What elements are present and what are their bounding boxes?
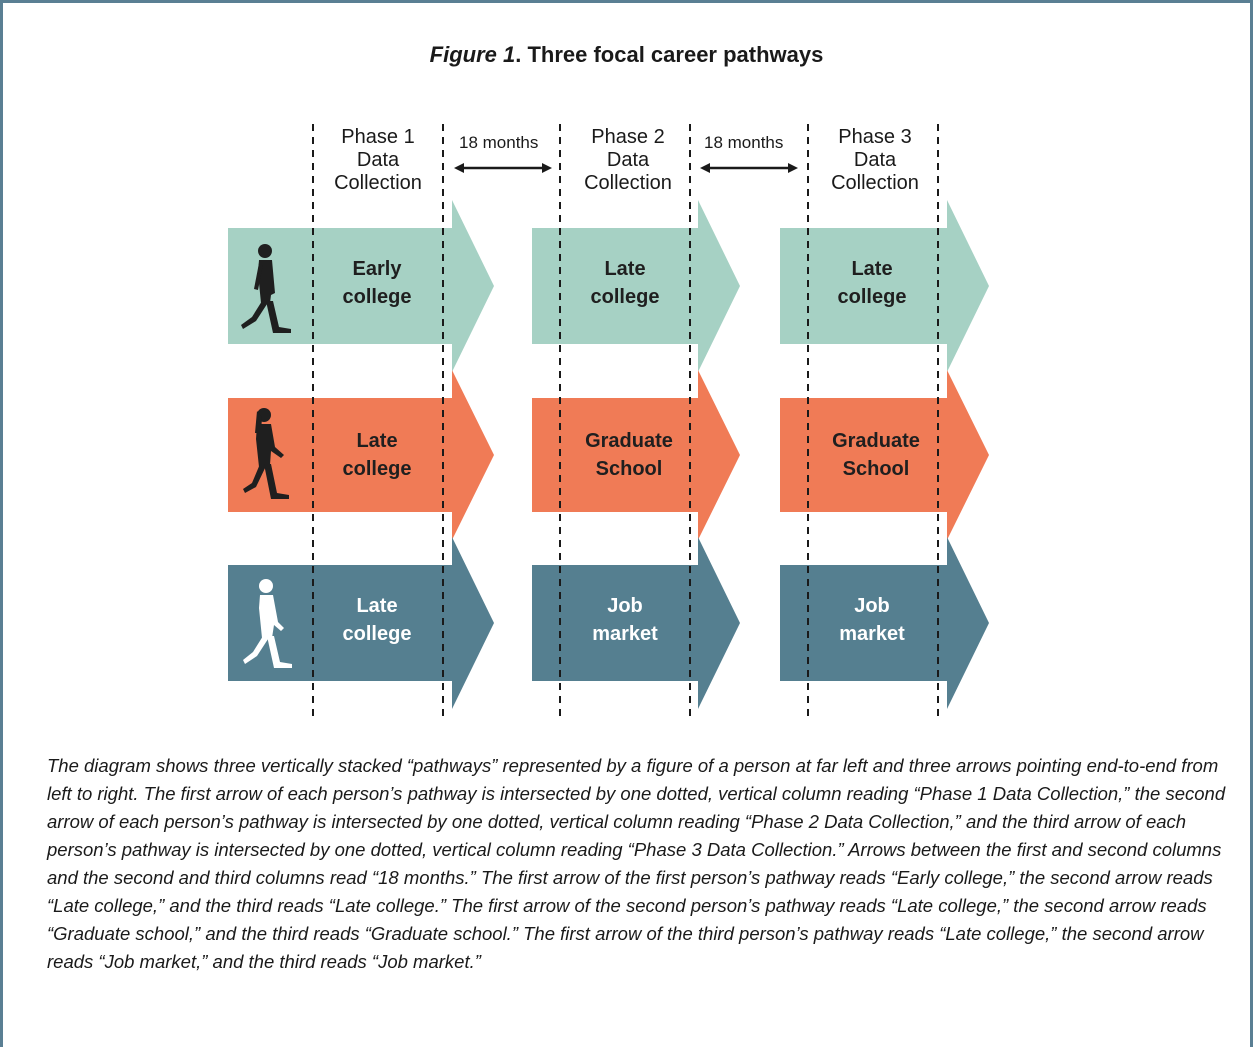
walking-man-icon: [241, 244, 291, 333]
pathway-2-arrow-1: [228, 370, 494, 540]
gap-1-label: 18 months: [459, 133, 539, 152]
pathway-2-step-3-label: Graduate School: [801, 427, 951, 483]
pathway-1-step-1-line1: Early: [352, 258, 402, 280]
pathway-3-arrow-2: [532, 537, 740, 709]
pathway-3-step-3-label: Job market: [797, 592, 947, 648]
figure-number: Figure 1: [429, 42, 516, 67]
phase-2-label-line3: Collection: [584, 172, 672, 194]
pathway-2-step-1-line1: Late: [356, 430, 398, 452]
pathway-1-step-3-line2: college: [837, 286, 907, 308]
pathway-3-step-2-line2: market: [592, 623, 658, 645]
pathway-1-step-3-line1: Late: [851, 258, 893, 280]
phase-3-label-line1: Phase 3: [838, 126, 912, 148]
phase-2-label-line1: Phase 2: [591, 126, 665, 148]
walking-woman-icon: [243, 408, 289, 499]
phase-1-label-line2: Data: [356, 149, 400, 171]
pathway-3-step-1-line1: Late: [356, 595, 398, 617]
phase-1-label-line3: Collection: [334, 172, 422, 194]
pathway-1-step-2-line2: college: [590, 286, 660, 308]
pathway-1-arrow-2: [532, 200, 740, 372]
pathway-3-arrow-1: [228, 537, 494, 709]
figure-caption: The diagram shows three vertically stack…: [47, 755, 1226, 972]
pathway-3-step-3-line1: Job: [854, 595, 890, 617]
pathway-3-step-3-line2: market: [839, 623, 905, 645]
pathway-3-step-1-label: Late college: [302, 592, 452, 648]
pathway-3-step-1-line2: college: [342, 623, 412, 645]
pathway-1-arrow-3: [780, 200, 989, 372]
pathway-2-step-2-label: Graduate School: [554, 427, 704, 483]
pathway-2-arrow-2: [532, 370, 740, 540]
phase-1-label-line1: Phase 1: [341, 126, 415, 148]
pathway-2-step-3-line1: Graduate: [832, 430, 920, 452]
pathway-2-arrow-3: [780, 370, 989, 540]
phase-3-label-line2: Data: [853, 149, 897, 171]
pathway-1-step-3-label: Late college: [797, 255, 947, 311]
phase-1-label: Phase 1 Data Collection: [303, 126, 453, 195]
phase-2-label-line2: Data: [606, 149, 650, 171]
phase-3-label-line3: Collection: [831, 172, 919, 194]
pathway-2-step-1-line2: college: [342, 458, 412, 480]
pathway-3-step-2-label: Job market: [550, 592, 700, 648]
pathway-1-arrow-1: [228, 200, 494, 372]
gap-2-label: 18 months: [704, 133, 784, 152]
pathway-2-step-3-line2: School: [842, 458, 910, 480]
pathway-3-step-2-line1: Job: [607, 595, 643, 617]
figure-title: Figure 1. Three focal career pathways: [0, 42, 1253, 68]
phase-3-label: Phase 3 Data Collection: [800, 126, 950, 195]
pathway-1-step-1-label: Early college: [302, 255, 452, 311]
walking-man-icon: [243, 579, 292, 668]
pathway-1-step-2-label: Late college: [550, 255, 700, 311]
pathway-1-step-1-line2: college: [342, 286, 412, 308]
pathway-2-step-2-line2: School: [595, 458, 663, 480]
pathway-1-step-2-line1: Late: [604, 258, 646, 280]
pathway-2-step-2-line1: Graduate: [585, 430, 673, 452]
pathway-2-step-1-label: Late college: [302, 427, 452, 483]
figure-title-text: . Three focal career pathways: [515, 42, 824, 67]
pathway-3-arrow-3: [780, 537, 989, 709]
phase-2-label: Phase 2 Data Collection: [553, 126, 703, 195]
